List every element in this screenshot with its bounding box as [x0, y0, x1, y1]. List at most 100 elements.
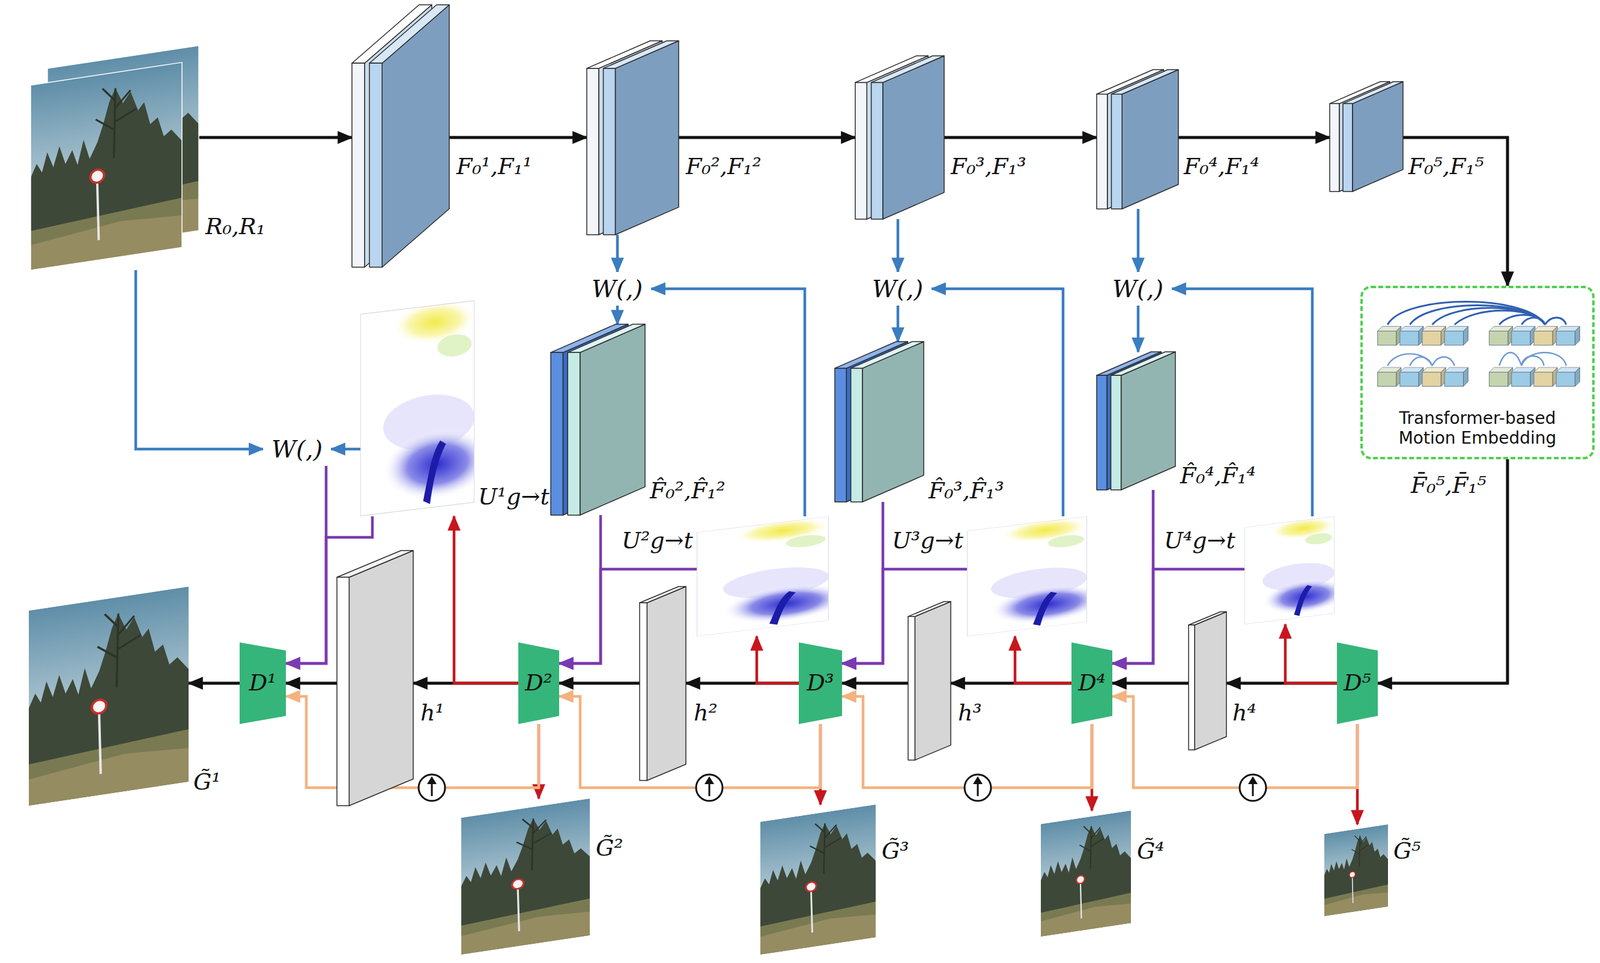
math-label: R₀,R₁ [205, 213, 266, 241]
block-face [1121, 351, 1176, 491]
block-face [1188, 612, 1227, 626]
connector [1178, 136, 1330, 140]
photo [1040, 810, 1131, 937]
block-face [908, 616, 915, 761]
connector [1171, 288, 1313, 517]
token-illustration [1368, 293, 1587, 396]
operator-label: W(,) [1112, 274, 1164, 304]
warped-feature-block: F̂₀⁴,F̂₁⁴ [1096, 351, 1176, 491]
block-face [550, 352, 563, 516]
connector [188, 682, 240, 686]
decoder-label: D³ [806, 669, 835, 698]
block-face [1342, 103, 1353, 192]
math-label: G̃³ [881, 837, 910, 866]
connector [1112, 490, 1154, 664]
encoder-feature-block-shape [1329, 81, 1404, 192]
photo [461, 798, 590, 955]
output-frame-shape [1324, 824, 1388, 917]
flow-image [696, 511, 849, 637]
warped-feature-block-shape [550, 324, 646, 516]
flow-map-shape [696, 516, 829, 637]
encoder-feature-block-shape [1096, 69, 1179, 210]
output-frame-shape [760, 804, 876, 955]
block-face [855, 82, 867, 220]
warp-operator: W(,) [583, 272, 652, 306]
block-face [615, 40, 679, 235]
encoder-feature-block-shape [351, 4, 450, 268]
flow-map-shape [1244, 516, 1335, 625]
encoder-feature-block-shape [586, 40, 679, 235]
math-label: F₀⁴,F₁⁴ [1183, 153, 1260, 181]
block-face [580, 324, 646, 516]
output-frame-shape [461, 798, 590, 955]
input-frames: R₀,R₁ [30, 45, 199, 271]
flow-image [966, 511, 1106, 637]
flow-image [360, 293, 492, 517]
photo [760, 804, 876, 955]
block-face [1329, 103, 1340, 192]
block-face [351, 63, 365, 268]
block-face [586, 68, 599, 235]
math-label: G̃² [595, 834, 624, 863]
block-face [1188, 625, 1195, 751]
connector [198, 136, 352, 140]
decoder-trapezoid [518, 642, 560, 725]
block-face [603, 40, 679, 69]
math-label: U⁴g→t [1163, 527, 1236, 555]
warp-operator: W(,) [863, 272, 932, 306]
block-face [834, 368, 847, 503]
block-face [871, 55, 945, 83]
encoder-feature-block: F₀¹,F₁¹ [351, 4, 450, 268]
block-face [336, 550, 414, 578]
connector [1403, 137, 1508, 286]
connector [449, 136, 587, 140]
box-label: Transformer-based Motion Embedding [1371, 408, 1584, 449]
math-label: F̂₀²,F̂₁² [649, 477, 726, 506]
block-face [567, 352, 580, 516]
block-face [1111, 351, 1176, 376]
block-face [1096, 94, 1108, 210]
math-label: G̃⁴ [1136, 837, 1165, 866]
hidden-feature-slab-shape [1188, 612, 1227, 751]
warp-operator: W(,) [1103, 272, 1172, 306]
connector [678, 136, 856, 140]
block-face [851, 341, 924, 369]
connector [1112, 682, 1189, 686]
output-frame: G̃⁵ [1324, 824, 1388, 917]
decoder-block: D² [518, 642, 560, 725]
output-frame: G̃³ [760, 804, 876, 955]
connector [842, 696, 1092, 788]
connector [1015, 636, 1072, 684]
block-face [1096, 375, 1107, 491]
decoder-trapezoid [239, 642, 286, 725]
connector [559, 682, 640, 686]
photo [30, 62, 182, 271]
connector [944, 136, 1097, 140]
decoder-label: D⁴ [1078, 669, 1106, 698]
decoder-label: D² [524, 669, 553, 698]
decoder-trapezoid [1336, 642, 1378, 725]
connector [135, 270, 264, 450]
operator-label: W(,) [591, 274, 643, 304]
flow-map: U³g→t [966, 516, 1088, 637]
output-frame-shape [1040, 810, 1131, 937]
output-frame: G̃² [461, 798, 590, 955]
math-label: F̄₀⁵,F̄₁⁵ [1410, 472, 1487, 500]
decoder-trapezoid [798, 642, 843, 725]
hidden-feature-slab-shape [908, 601, 951, 761]
connector [454, 516, 519, 684]
block-face [908, 601, 951, 617]
upsample-symbol [418, 774, 446, 802]
connector [842, 502, 883, 664]
encoder-feature-block: F₀²,F₁² [586, 40, 679, 235]
block-face [369, 63, 382, 268]
block-face [639, 603, 647, 781]
warped-feature-block: F̂₀²,F̂₁² [550, 324, 646, 516]
flow-map-shape [966, 516, 1088, 637]
motion-embedding-box: Transformer-based Motion EmbeddingF̄₀⁵,F… [1360, 285, 1595, 460]
flow-map: U⁴g→t [1244, 516, 1335, 625]
connector [756, 636, 799, 684]
block-face [1111, 94, 1122, 210]
block-face [369, 4, 450, 64]
